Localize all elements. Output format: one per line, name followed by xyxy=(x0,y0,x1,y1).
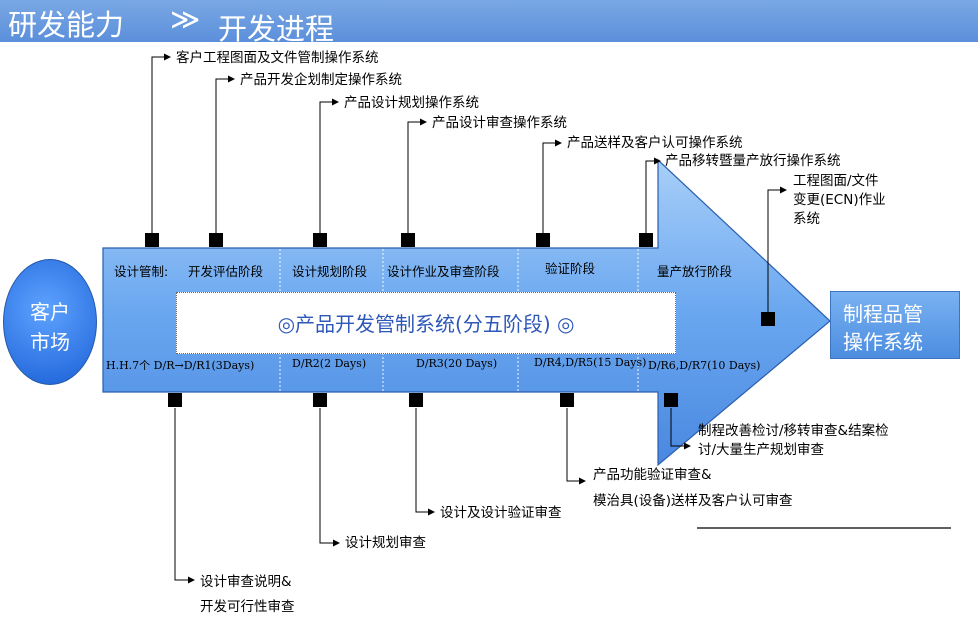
customer-market-node: 客户 市场 xyxy=(3,259,97,385)
label-design-verification-review: 设计及设计验证审查 xyxy=(440,505,562,521)
label-production-line1: 制程改善检讨/移转审查&结案检 xyxy=(698,423,889,439)
page-subtitle: 开发进程 xyxy=(218,12,335,46)
label-ecn-line1: 工程图面/文件 xyxy=(793,173,879,189)
marker xyxy=(313,393,327,407)
marker xyxy=(209,233,223,247)
label-production-line2: 讨/大量生产规划审查 xyxy=(698,442,825,458)
customer-label: 客户 xyxy=(30,300,70,324)
label-eval-review-line1: 设计审查说明& xyxy=(200,574,292,590)
label-dev-planning-system: 产品开发企划制定操作系统 xyxy=(240,72,402,88)
process-qc-system-box: 制程品管 操作系统 xyxy=(830,291,960,359)
label-drawing-control-system: 客户工程图面及文件管制操作系统 xyxy=(176,50,379,66)
review-dr2: D/R2(2 Days) xyxy=(292,357,367,370)
mfg-box-line2: 操作系统 xyxy=(843,330,923,354)
marker xyxy=(168,393,182,407)
header-bar: 研发能力 ≫ 开发进程 xyxy=(0,0,978,46)
marker xyxy=(313,233,327,247)
stage-mass-production: 量产放行阶段 xyxy=(657,264,733,279)
marker xyxy=(761,312,775,326)
page-title: 研发能力 xyxy=(8,8,125,42)
stage-evaluation: 开发评估阶段 xyxy=(188,264,264,279)
review-dr3: D/R3(20 Days) xyxy=(416,357,498,370)
label-planning-review: 设计规划审查 xyxy=(345,535,426,551)
label-design-review-system: 产品设计审查操作系统 xyxy=(432,115,567,131)
stage-design-control: 设计管制: xyxy=(114,264,169,279)
marker xyxy=(536,233,550,247)
label-design-planning-system: 产品设计规划操作系统 xyxy=(344,95,479,111)
stage-design-review: 设计作业及审查阶段 xyxy=(387,264,500,279)
marker xyxy=(401,233,415,247)
mfg-box-line1: 制程品管 xyxy=(843,302,923,326)
chevron-icon: ≫ xyxy=(170,2,201,36)
market-label: 市场 xyxy=(30,330,70,354)
marker xyxy=(409,393,423,407)
label-ecn-line2: 变更(ECN)作业 xyxy=(793,192,886,208)
bottom-markers xyxy=(168,393,678,407)
label-transfer-release-system: 产品移转暨量产放行操作系统 xyxy=(665,153,841,169)
label-sample-approval-system: 产品送样及客户认可操作系统 xyxy=(567,135,743,151)
review-dr1: H.H.7个 D/R→D/R1(3Days) xyxy=(106,359,255,372)
stage-verification: 验证阶段 xyxy=(545,261,596,276)
label-eval-review-line2: 开发可行性审查 xyxy=(200,599,295,615)
label-ecn-line3: 系统 xyxy=(793,211,820,227)
center-title: ◎产品开发管制系统(分五阶段) ◎ xyxy=(176,292,676,354)
marker xyxy=(145,233,159,247)
marker xyxy=(560,393,574,407)
stage-planning: 设计规划阶段 xyxy=(292,264,368,279)
review-dr6-dr7: D/R6,D/R7(10 Days) xyxy=(648,359,761,372)
label-verification-line2: 模治具(设备)送样及客户认可审查 xyxy=(593,493,793,509)
label-verification-line1: 产品功能验证审查& xyxy=(593,467,712,483)
marker xyxy=(664,393,678,407)
top-markers xyxy=(145,233,775,326)
marker xyxy=(639,233,653,247)
review-dr4-dr5: D/R4,D/R5(15 Days) xyxy=(534,356,647,369)
